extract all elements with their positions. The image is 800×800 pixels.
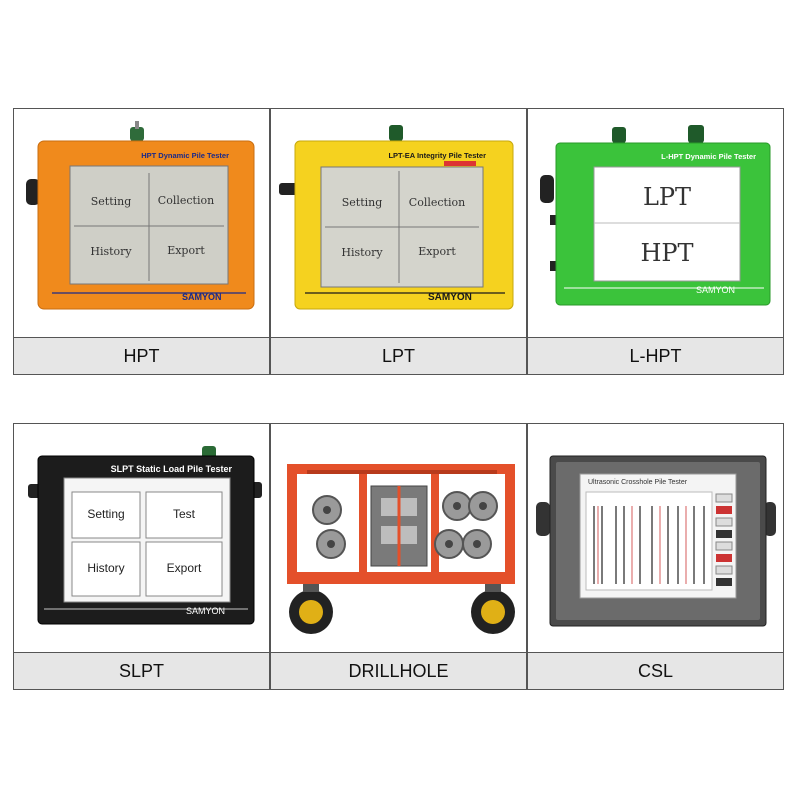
l-hpt-screen-btn-hpt: HPT — [640, 239, 693, 267]
slpt-screen-btn-export: Export — [167, 561, 202, 575]
product-card-l-hpt[interactable]: L-HPT Dynamic Pile Tester LPT HPT SAMYON… — [527, 108, 784, 375]
hpt-screen-btn-history: History — [90, 245, 132, 258]
product-card-hpt[interactable]: HPT Dynamic Pile Tester Setting Collecti… — [13, 108, 270, 375]
l-hpt-caption[interactable]: L-HPT — [528, 338, 783, 374]
lpt-device-title: LPT-EA Integrity Pile Tester — [388, 151, 486, 160]
slpt-device-image: SLPT Static Load Pile Tester Setting Tes… — [14, 424, 269, 653]
lpt-screen-btn-history: History — [341, 246, 383, 259]
hpt-screen-btn-collection: Collection — [158, 194, 214, 207]
lpt-brand-logo: SAMYON — [428, 292, 472, 303]
lpt-caption[interactable]: LPT — [271, 338, 526, 374]
hpt-device-title: HPT Dynamic Pile Tester — [141, 151, 229, 160]
csl-device-title: Ultrasonic Crosshole Pile Tester — [588, 479, 688, 486]
hpt-screen-btn-export: Export — [167, 244, 205, 257]
hpt-caption[interactable]: HPT — [14, 338, 269, 374]
lpt-device-image: LPT-EA Integrity Pile Tester Setting Col… — [271, 109, 526, 338]
hpt-screen-btn-setting: Setting — [91, 195, 132, 208]
l-hpt-brand-logo: SAMYON — [696, 285, 735, 295]
slpt-device-title: SLPT Static Load Pile Tester — [111, 464, 233, 474]
csl-caption[interactable]: CSL — [528, 653, 783, 689]
slpt-screen-btn-setting: Setting — [87, 507, 124, 521]
slpt-screen-btn-history: History — [87, 561, 124, 575]
drillhole-device-image — [271, 424, 526, 653]
lpt-screen-btn-collection: Collection — [409, 196, 465, 209]
product-card-drillhole[interactable]: DRILLHOLE — [270, 423, 527, 690]
csl-device-image: Ultrasonic Crosshole Pile Tester — [528, 424, 783, 653]
hpt-device-image: HPT Dynamic Pile Tester Setting Collecti… — [14, 109, 269, 338]
slpt-screen-btn-test: Test — [173, 507, 196, 521]
product-card-csl[interactable]: Ultrasonic Crosshole Pile Tester — [527, 423, 784, 690]
product-card-lpt[interactable]: LPT-EA Integrity Pile Tester Setting Col… — [270, 108, 527, 375]
slpt-brand-logo: SAMYON — [186, 606, 225, 616]
l-hpt-device-image: L-HPT Dynamic Pile Tester LPT HPT SAMYON — [528, 109, 783, 338]
product-card-slpt[interactable]: SLPT Static Load Pile Tester Setting Tes… — [13, 423, 270, 690]
slpt-caption[interactable]: SLPT — [14, 653, 269, 689]
lpt-screen-btn-setting: Setting — [342, 196, 383, 209]
hpt-brand-logo: SAMYON — [182, 292, 222, 302]
lpt-screen-btn-export: Export — [418, 245, 456, 258]
l-hpt-screen-btn-lpt: LPT — [643, 183, 691, 211]
drillhole-caption[interactable]: DRILLHOLE — [271, 653, 526, 689]
l-hpt-device-title: L-HPT Dynamic Pile Tester — [661, 152, 756, 161]
